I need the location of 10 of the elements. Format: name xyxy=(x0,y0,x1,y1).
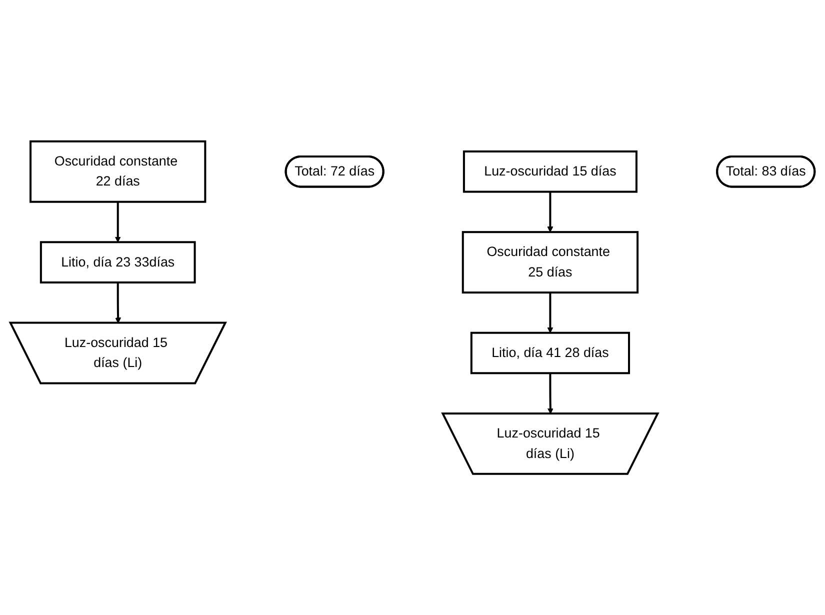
arrow xyxy=(547,292,554,333)
node-box: Litio, día 23 33días xyxy=(40,241,196,284)
node-box: Oscuridad constante 25 días xyxy=(462,230,639,294)
node-box: Luz-oscuridad 15 días xyxy=(462,150,638,193)
arrow xyxy=(547,192,554,232)
arrow xyxy=(114,202,121,242)
arrow xyxy=(547,373,554,414)
node-box: Oscuridad constante 22 días xyxy=(30,140,206,203)
node-box: Litio, día 41 28 días xyxy=(470,332,630,374)
arrow xyxy=(115,282,122,324)
